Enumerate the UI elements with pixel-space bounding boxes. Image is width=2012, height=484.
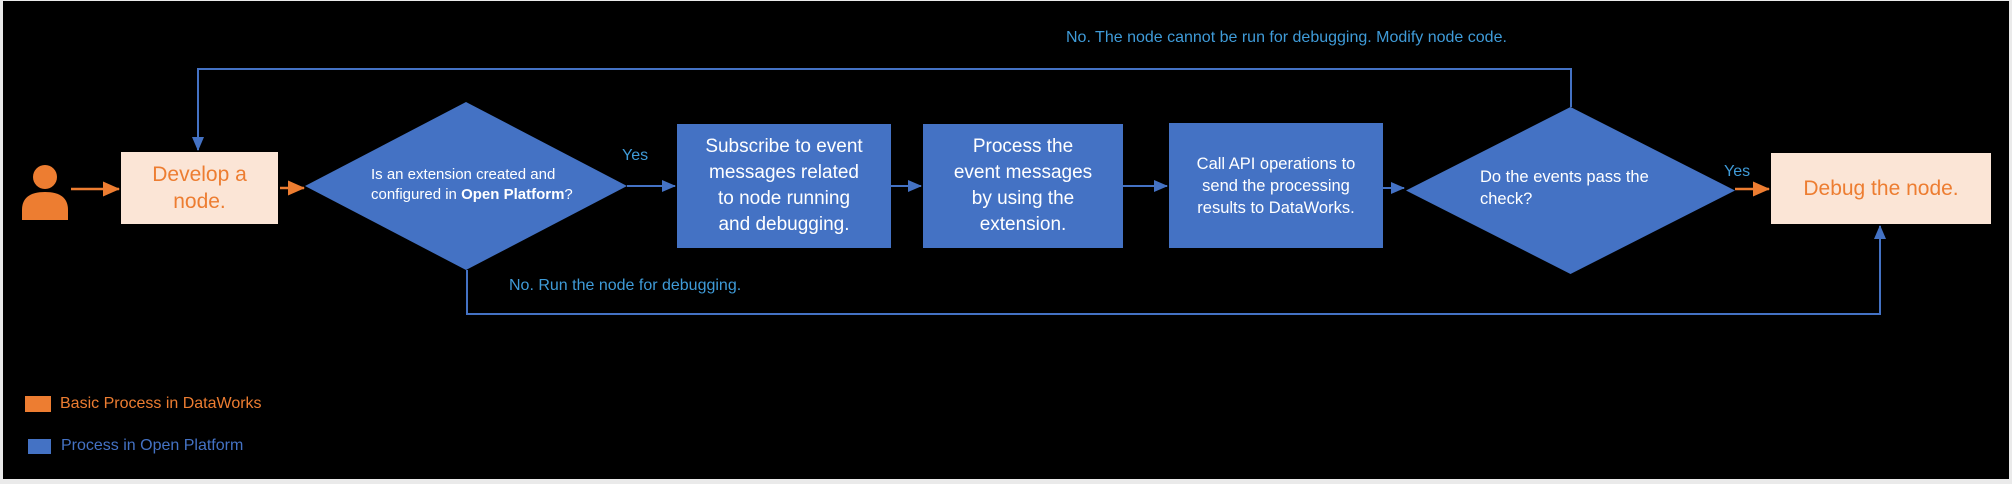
- legend-label-open-platform: Process in Open Platform: [61, 437, 244, 454]
- decision-extension-created-label: Is an extension created and configured i…: [371, 165, 576, 205]
- edge-label-yes-events: Yes: [1724, 163, 1751, 180]
- node-develop: Develop a node.: [121, 152, 278, 224]
- edge-label-yes-extension: Yes: [622, 147, 649, 164]
- decision-events-pass-check: Do the events pass the check?: [1406, 107, 1735, 274]
- node-process-messages: Process the event messages by using the …: [923, 124, 1123, 248]
- decision-extension-created: Is an extension created and configured i…: [305, 102, 627, 270]
- node-call-api-label: Call API operations to send the processi…: [1196, 154, 1356, 217]
- decision-extension-text-bold: Open Platform: [461, 186, 565, 203]
- user-icon-head: [33, 165, 57, 189]
- edge-label-no-events: No. The node cannot be run for debugging…: [1066, 29, 1507, 46]
- node-subscribe-events-label: Subscribe to event messages related to n…: [705, 136, 863, 235]
- node-subscribe-events: Subscribe to event messages related to n…: [677, 124, 891, 248]
- legend-label-dataworks: Basic Process in DataWorks: [60, 395, 262, 412]
- user-icon: [22, 165, 68, 220]
- decision-extension-text-suffix: ?: [564, 186, 573, 203]
- legend-swatch-dataworks: [25, 396, 51, 412]
- node-debug: Debug the node.: [1771, 153, 1991, 224]
- node-call-api: Call API operations to send the processi…: [1169, 123, 1383, 248]
- node-process-messages-label: Process the event messages by using the …: [953, 136, 1093, 235]
- user-icon-body: [22, 192, 68, 220]
- edge-label-no-extension: No. Run the node for debugging.: [509, 277, 742, 294]
- decision-events-pass-check-label: Do the events pass the check?: [1480, 168, 1649, 208]
- node-debug-label: Debug the node.: [1803, 176, 1959, 200]
- decision-extension-text-prefix: Is an extension created and configured i…: [371, 166, 556, 203]
- legend-swatch-open-platform: [28, 439, 51, 454]
- node-develop-label: Develop a node.: [152, 163, 247, 213]
